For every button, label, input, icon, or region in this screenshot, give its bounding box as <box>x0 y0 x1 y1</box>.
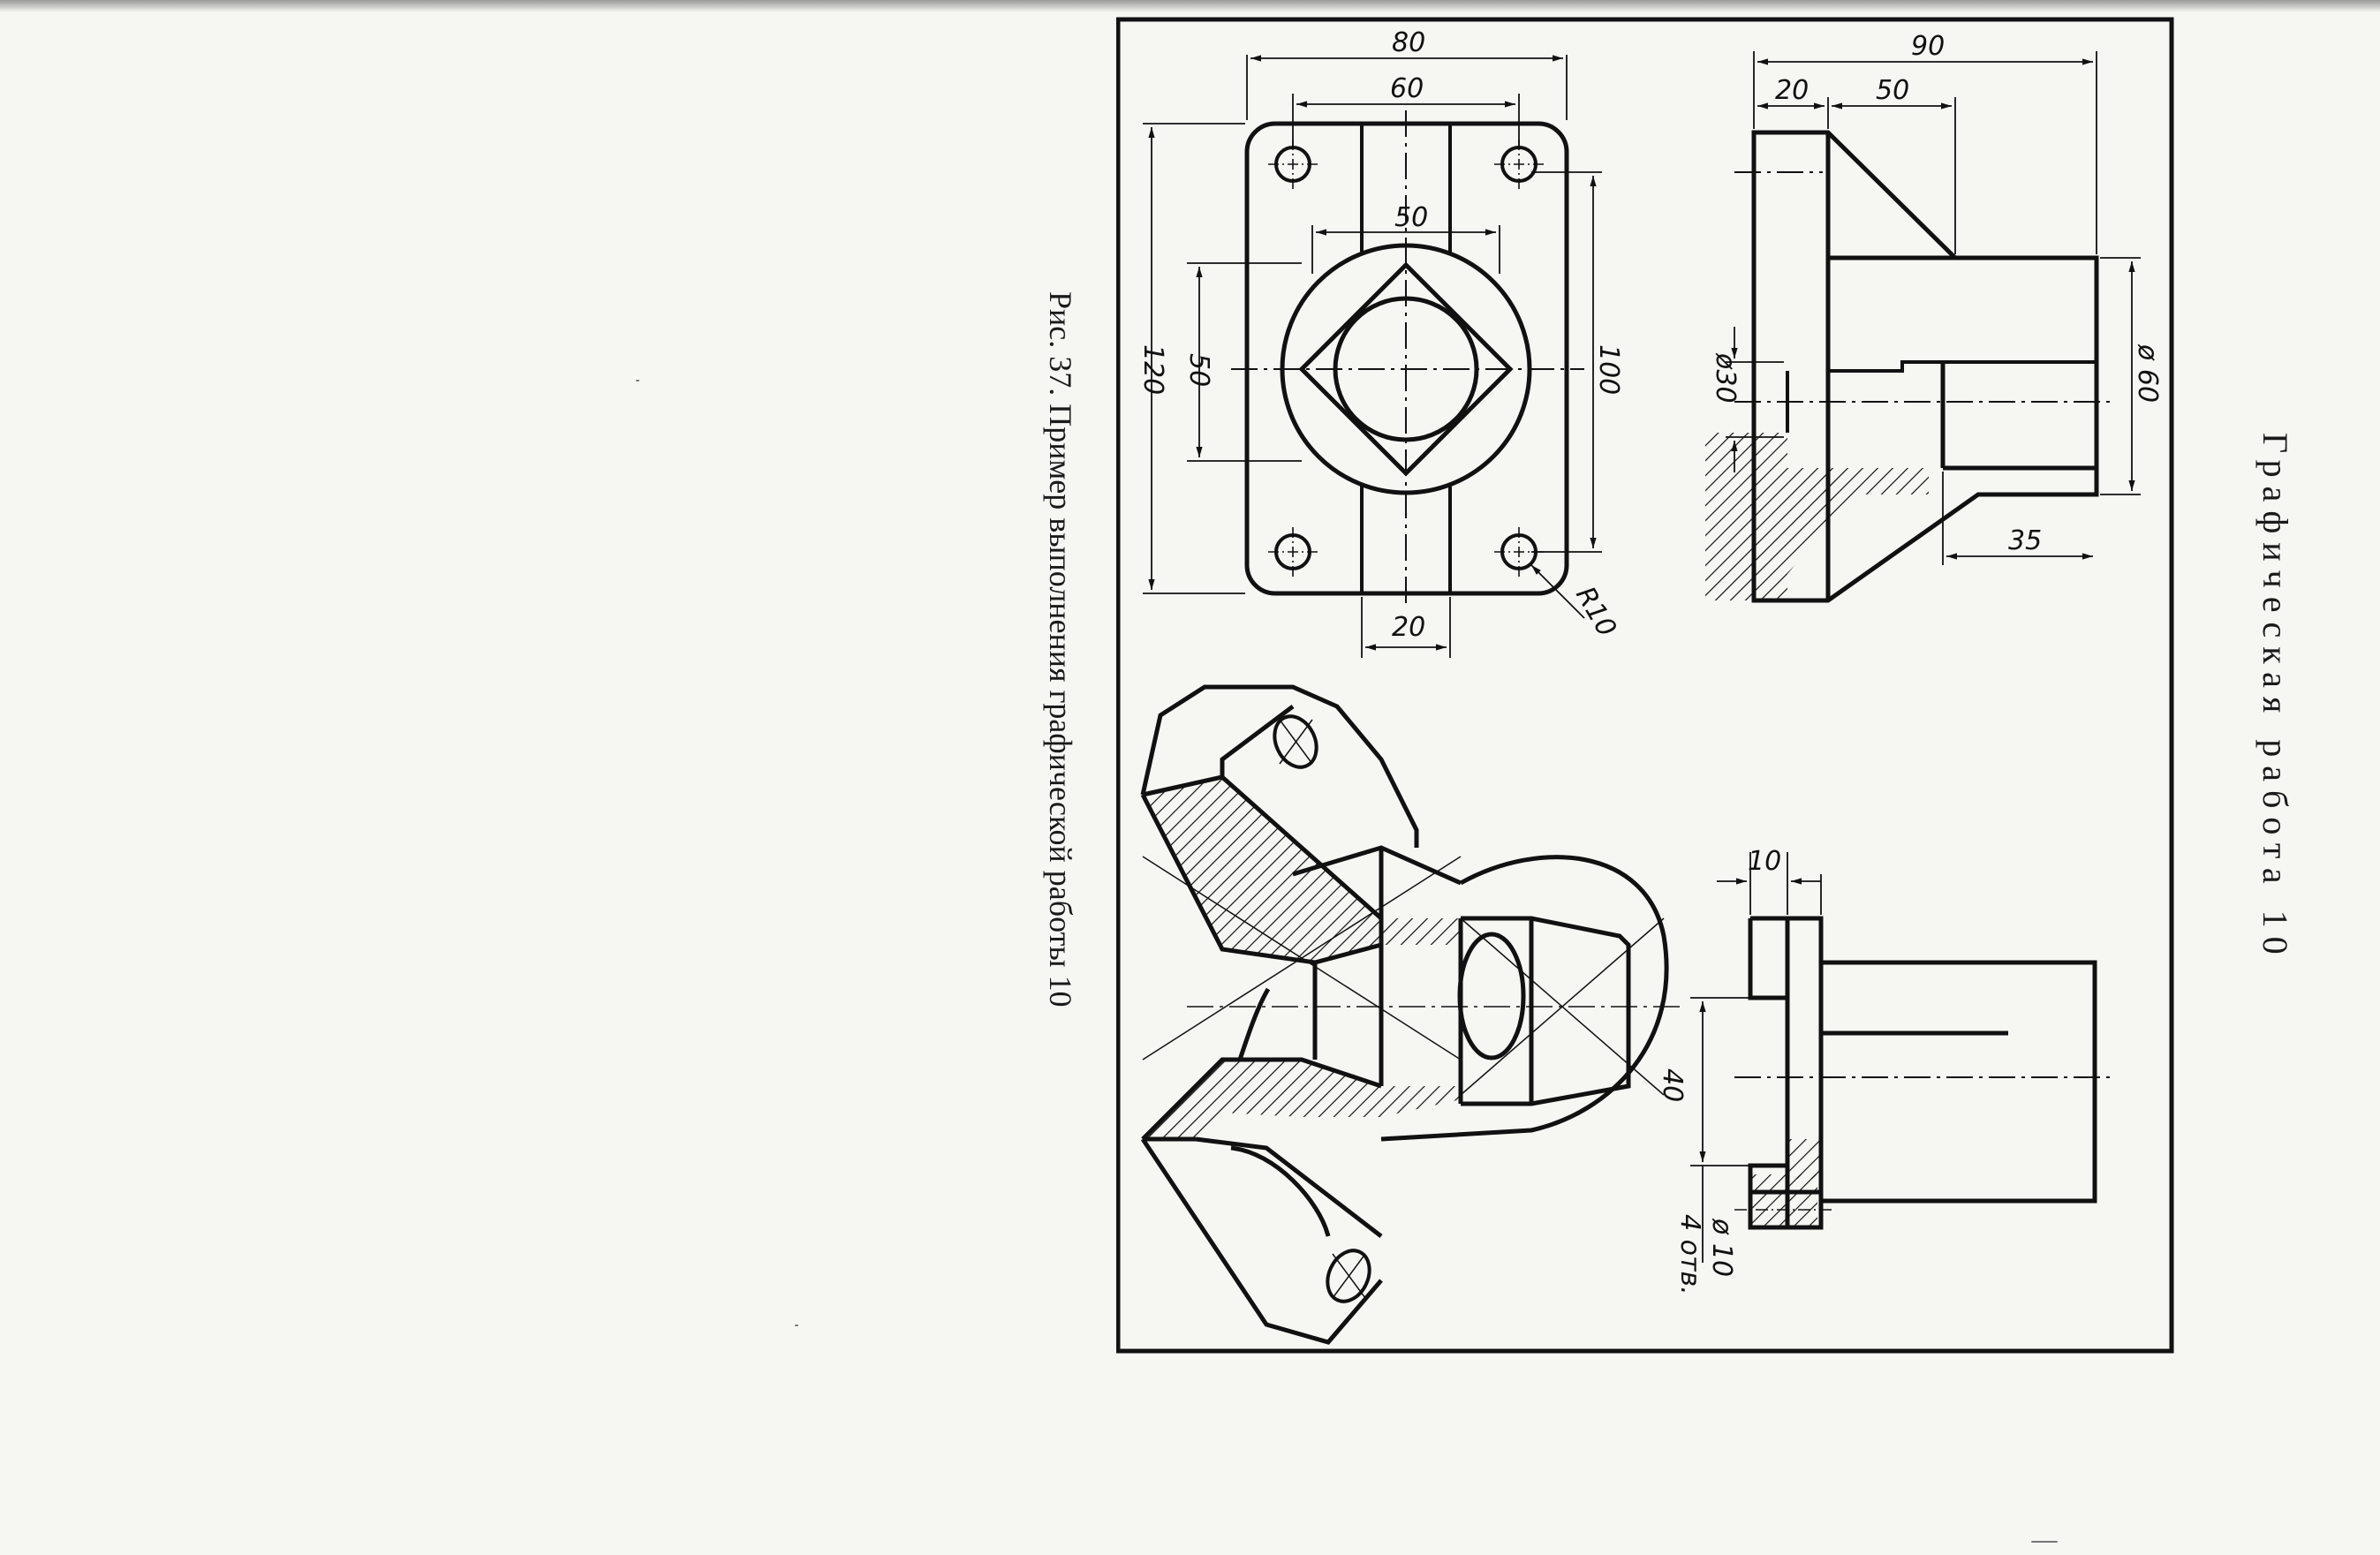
iso-bolt-hole <box>1273 714 1318 769</box>
iso-bolt-hole <box>1326 1249 1371 1303</box>
work-title: Графическая работа 10 <box>2255 433 2295 963</box>
isometric-view <box>1140 684 1681 1345</box>
dim-10: 10 <box>1748 846 1781 877</box>
technical-drawing: 80 60 50 120 50 100 20 R10 <box>1116 17 2174 1354</box>
dim-35: 35 <box>2008 525 2042 556</box>
figure-caption: Рис. 37. Пример выполнения графической р… <box>1043 291 1078 1008</box>
front-section-view: 90 20 50 ø30 ø 60 35 <box>1705 31 2163 603</box>
top-view: 80 60 50 120 50 100 20 R10 <box>1137 27 1624 658</box>
dim-100: 100 <box>1593 344 1624 395</box>
dim-50-vertical: 50 <box>1183 353 1214 387</box>
dim-20: 20 <box>1392 612 1425 643</box>
dim-50-front: 50 <box>1876 75 1909 106</box>
dim-phi10: ø 10 <box>1706 1218 1737 1277</box>
iso-hatch-lower <box>1143 1060 1461 1139</box>
scan-edge <box>0 0 2380 12</box>
scan-speck <box>795 1325 798 1326</box>
scan-speck <box>636 380 639 381</box>
dim-40: 40 <box>1657 1068 1688 1102</box>
dim-90: 90 <box>1911 31 1945 62</box>
side-view: 10 40 ø 10 4 отв. <box>1657 846 2114 1295</box>
dim-50-horizontal: 50 <box>1394 202 1428 233</box>
dim-20-front: 20 <box>1775 75 1809 106</box>
dim-80: 80 <box>1392 27 1425 58</box>
scan-speck <box>2031 1541 2058 1543</box>
dim-120: 120 <box>1137 344 1168 395</box>
dim-60: 60 <box>1390 73 1424 104</box>
drawing-frame <box>1116 17 2174 1354</box>
side-view-hatch <box>1750 1174 1817 1227</box>
iso-bore-ellipse <box>1457 932 1526 1061</box>
dim-holes: 4 отв. <box>1674 1214 1705 1295</box>
front-section-hatch <box>1705 433 1929 600</box>
front-section-outline <box>1751 130 2099 603</box>
dim-phi30: ø30 <box>1710 352 1741 404</box>
dim-phi60: ø 60 <box>2132 343 2163 403</box>
